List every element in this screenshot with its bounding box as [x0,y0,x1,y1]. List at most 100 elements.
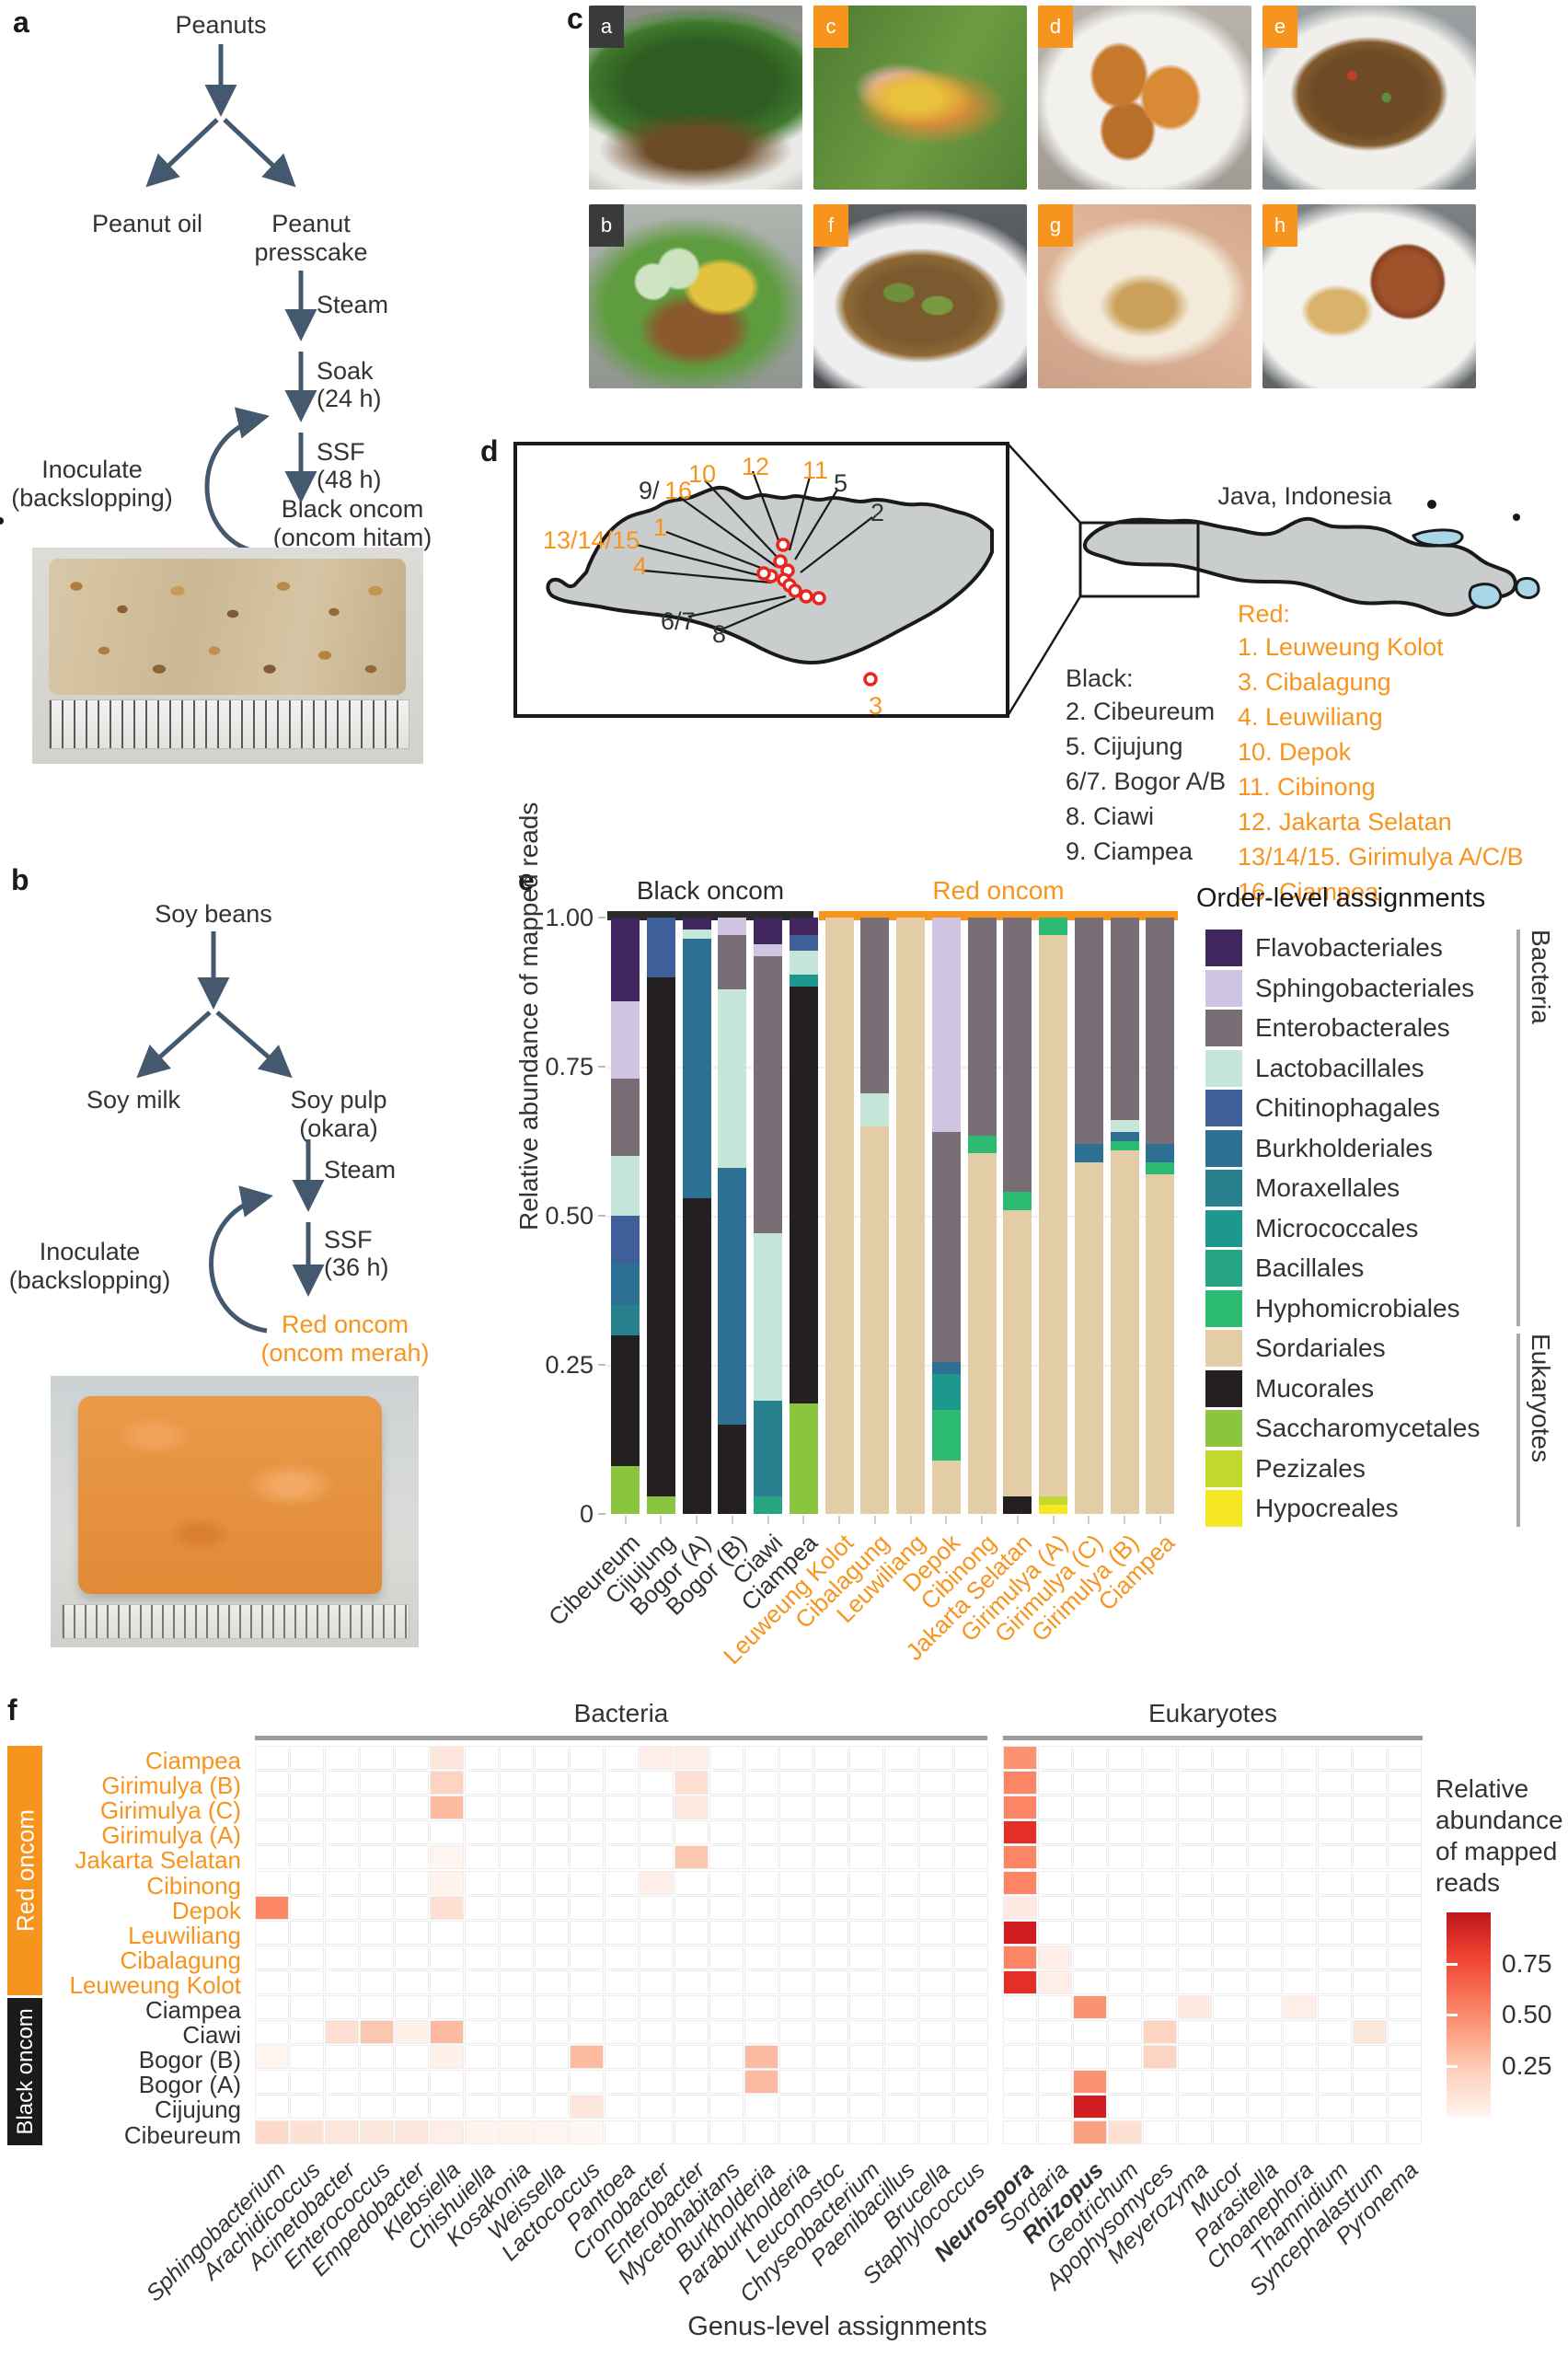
heatmap-cell [605,1746,639,1771]
heatmap-cell [954,1945,988,1969]
heatmap-cell [884,1895,918,1920]
heatmap-cell [325,1945,359,1969]
heatmap-row-label-Ciawi: Ciawi [182,2021,241,2050]
heatmap-cell [605,1895,639,1920]
heatmap-cell [1108,2119,1142,2144]
bar-segment-Hypocreales [1039,1505,1067,1514]
heatmap-cell [1178,1945,1212,1969]
heatmap-cell [849,1820,883,1845]
heatmap-cell [814,1969,848,1994]
heatmap-cell [1353,1845,1387,1870]
heatmap-cell [290,1920,324,1945]
map-sample-dots [756,537,878,687]
heatmap-cell [325,2020,359,2045]
heatmap-cell [1353,2070,1387,2095]
bar-segment-Hyphomicrobiales [967,1135,997,1153]
heatmap-row-label-GirimulyaB: Girimulya (B) [101,1772,241,1800]
heatmap-cell [1213,1895,1247,1920]
heatmap-cell [360,2070,394,2095]
heatmap-cell [814,1820,848,1845]
map-number-3: 3 [869,692,883,720]
heatmap-cell [1073,2070,1107,2095]
heatmap-cell [1178,1920,1212,1945]
heatmap-cell [640,2045,674,2070]
bar-Ciampea [1146,918,1175,1514]
heatmap-row-label-JakartaSelatan: Jakarta Selatan [75,1846,241,1875]
heatmap-row-label-Leuwiliang: Leuwiliang [128,1921,241,1949]
heatmap-cell [640,1920,674,1945]
flow-b-right-branch-1: Soy pulp [290,1086,387,1114]
legend-label-Hypocreales: Hypocreales [1255,1494,1399,1522]
heatmap-cell [1003,1771,1037,1796]
heatmap-cell [360,2119,394,2144]
heatmap-cell [1003,2045,1037,2070]
bracket-eukaryotes-line [1516,1334,1520,1527]
map-java [1082,516,1517,617]
heatmap-cell [709,1920,744,1945]
heatmap-cell [954,1820,988,1845]
bar-segment-Mucorales [611,1334,640,1467]
heatmap-cell [325,1845,359,1870]
heatmap-cell [1003,2119,1037,2144]
heatmap-cell [1318,1820,1352,1845]
heatmap-cell [1248,2095,1282,2119]
legend-label-Mucorales: Mucorales [1255,1373,1375,1403]
panel-a-letter: a [13,6,29,39]
heatmap-cell [395,2070,429,2095]
heatmap-cell [500,1870,534,1895]
heatmap-cell [255,1845,289,1870]
heatmap-cell [500,1969,534,1994]
heatmap-cell [430,2119,464,2144]
heatmap-cell [290,1870,324,1895]
heatmap-cell [674,1995,709,2020]
photo-label-g: g [1038,204,1073,247]
map-red-list-item: 10. Depok [1238,738,1352,766]
bar-segment-Lactobacillales [789,950,818,975]
map-number-67: 6/7 [661,607,696,635]
heatmap-cell [954,2119,988,2144]
heatmap-cell [1353,1870,1387,1895]
heatmap-cell [1038,1945,1072,1969]
bar-segment-Mucorales [718,1424,747,1514]
heatmap-cell [570,2070,604,2095]
heatmap-cell [1283,1945,1317,1969]
heatmap-cell [1318,1771,1352,1796]
heatmap-cell [325,2045,359,2070]
flow-a-step-soak-time: (24 h) [317,385,382,412]
heatmap-cell [884,2070,918,2095]
bar-segment-Lactobacillales [754,1233,782,1401]
bar-segment-Burkholderiales [1110,1132,1139,1141]
heatmap-cell [395,2119,429,2144]
panel-d-letter: d [480,434,499,468]
heatmap-cell [605,1796,639,1820]
heatmap-cell [1178,2045,1212,2070]
heatmap-cell [605,1771,639,1796]
heatmap-cell [709,2070,744,2095]
heatmap-cell [535,1870,569,1895]
x-tick-mark [1159,1516,1161,1524]
heatmap-cell [1003,2070,1037,2095]
heatmap-cell [640,2020,674,2045]
heatmap-cell [255,2020,289,2045]
bar-segment-Mucorales [789,986,818,1404]
heatmap-cell [395,1920,429,1945]
heatmap-cell [430,1969,464,1994]
heatmap-cell [1178,1969,1212,1994]
heatmap-cell [290,2119,324,2144]
heatmap-cell [465,2045,499,2070]
heatmap-legend-tick-label: 0.50 [1502,2000,1552,2028]
heatmap-cell [290,2045,324,2070]
heatmap-cell [325,1870,359,1895]
heatmap-cell [325,1895,359,1920]
bar-segment-Burkholderiales [611,1263,640,1306]
heatmap-cell [1283,1920,1317,1945]
heatmap-cell [1248,1870,1282,1895]
heatmap-cell [884,2045,918,2070]
bar-segment-Enterobacterales [1003,918,1032,1193]
heatmap-cell [814,1796,848,1820]
heatmap-cell [709,1796,744,1820]
heatmap-cell [1003,2095,1037,2119]
heatmap-cell [255,1969,289,1994]
heatmap-cell [500,2070,534,2095]
